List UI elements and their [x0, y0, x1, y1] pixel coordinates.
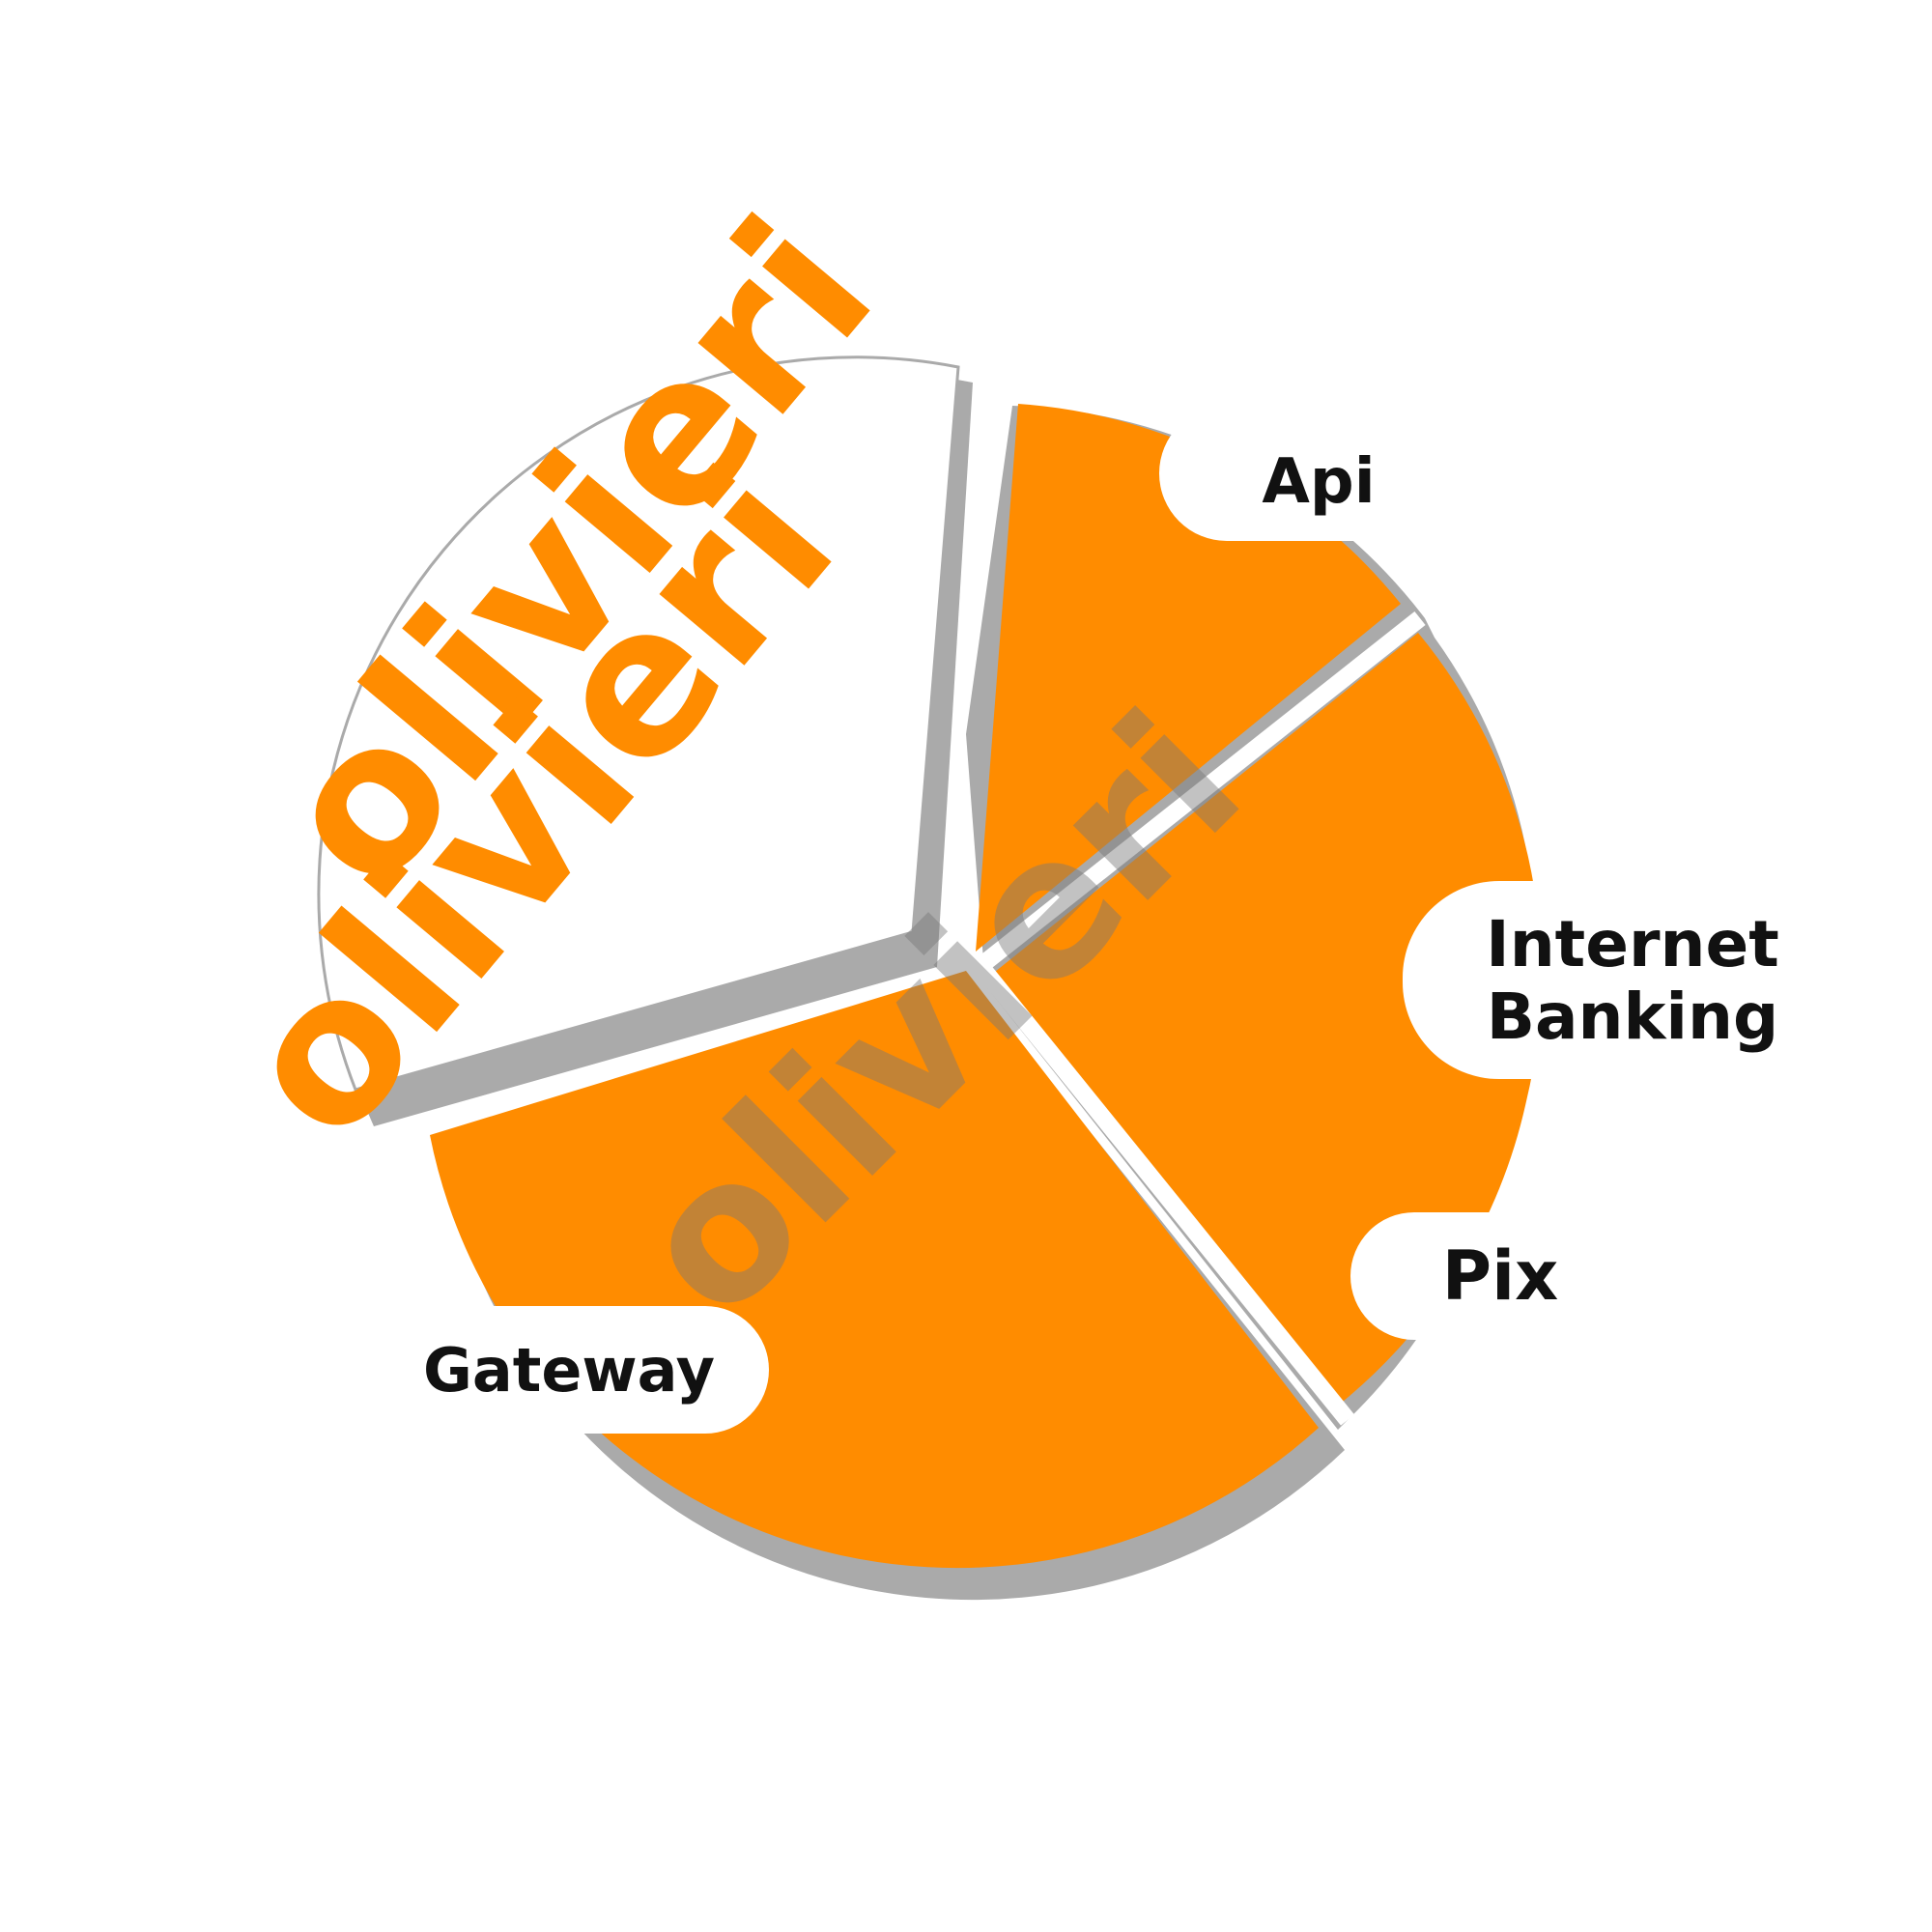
tab-pix [1350, 1212, 1756, 1340]
tab-api [1159, 406, 1507, 541]
segment-blank [317, 355, 960, 1092]
segment-labels: Api Internet Banking Pix Gateway [423, 446, 1779, 1406]
segment-internet-banking [990, 633, 1542, 1406]
label-internet-line2: Banking [1487, 980, 1779, 1054]
blank-segment-shape [317, 355, 960, 1092]
label-gateway: Gateway [423, 1335, 715, 1406]
label-pix: Pix [1442, 1236, 1558, 1316]
label-api: Api [1262, 446, 1375, 518]
label-internet-line1: Internet [1486, 907, 1779, 981]
segment-dividers [974, 611, 1426, 1426]
tab-gateway [346, 1306, 769, 1434]
tab-internet-banking [1403, 881, 1808, 1079]
label-tabs [346, 406, 1808, 1434]
